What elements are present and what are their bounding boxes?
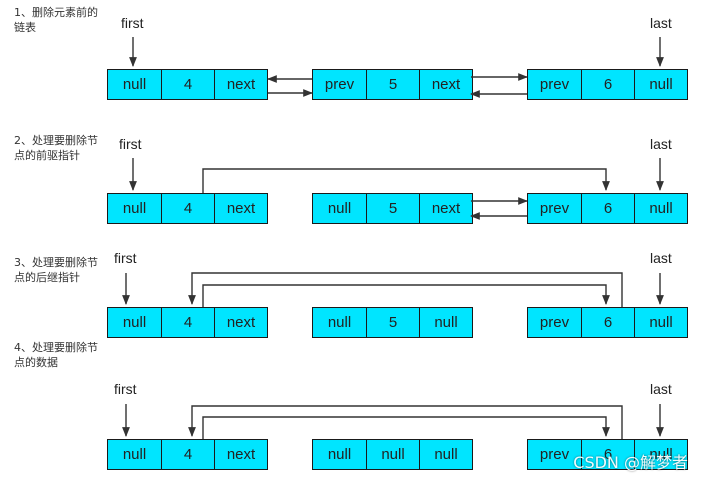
step-3-node-4: null 4 next (107, 307, 268, 338)
next-cell: next (419, 70, 472, 99)
step-2-label: 2、处理要删除节 点的前驱指针 (14, 134, 98, 162)
prev-cell: null (327, 200, 352, 217)
step-2-node4-to-node6-arrow (202, 168, 610, 193)
value-cell: 5 (366, 308, 419, 337)
prev-cell: null (122, 446, 147, 463)
csdn-watermark: CSDN @解梦者 (573, 453, 688, 472)
step-3-label: 3、处理要删除节 点的后继指针 (14, 256, 98, 284)
prev-cell: prev (539, 446, 570, 463)
next-cell: next (214, 194, 267, 223)
value-cell: 6 (581, 194, 634, 223)
step-4-node-6: prev 6 null (527, 439, 688, 470)
value-cell: 5 (366, 70, 419, 99)
value-cell: null (366, 440, 419, 469)
next-cell: next (214, 440, 267, 469)
prev-cell: null (327, 446, 352, 463)
value-cell: 6 (581, 70, 634, 99)
step-4-last-label: last (650, 381, 672, 397)
prev-cell: null (327, 314, 352, 331)
step-4-label: 4、处理要删除节 点的数据 (14, 341, 98, 369)
value-cell: 4 (161, 194, 214, 223)
prev-cell: null (122, 76, 147, 93)
step-2-node-5: null 5 next (312, 193, 473, 224)
step-2-first-label: first (119, 136, 142, 152)
step-4-node6-to-node4-arrow (188, 405, 623, 439)
value-cell: 4 (161, 440, 214, 469)
step-1-label: 1、删除元素前的 链表 (14, 6, 98, 34)
step-4-node-4: null 4 next (107, 439, 268, 470)
step-2-node-4: null 4 next (107, 193, 268, 224)
prev-cell: prev (324, 76, 355, 93)
step-4-node4-to-node6-arrow (202, 416, 610, 439)
next-cell: null (419, 308, 472, 337)
value-cell: 4 (161, 70, 214, 99)
next-cell: null (634, 440, 687, 469)
next-cell: null (419, 440, 472, 469)
value-cell: 6 (581, 440, 634, 469)
value-cell: 5 (366, 194, 419, 223)
step-2-node-6: prev 6 null (527, 193, 688, 224)
next-cell: null (634, 70, 687, 99)
prev-cell: prev (539, 76, 570, 93)
step-4-node-5: null null null (312, 439, 473, 470)
step-1-node-4: null 4 next (107, 69, 268, 100)
step-3-node-6: prev 6 null (527, 307, 688, 338)
prev-cell: prev (539, 200, 570, 217)
next-cell: next (214, 70, 267, 99)
step-2-last-label: last (650, 136, 672, 152)
step-3-node-5: null 5 null (312, 307, 473, 338)
next-cell: next (419, 194, 472, 223)
step-3-node6-to-node4-arrow (188, 272, 623, 307)
step-3-last-label: last (650, 250, 672, 266)
step-3-first-label: first (114, 250, 137, 266)
next-cell: null (634, 194, 687, 223)
value-cell: 6 (581, 308, 634, 337)
step-1-first-label: first (121, 15, 144, 31)
next-cell: next (214, 308, 267, 337)
prev-cell: null (122, 314, 147, 331)
value-cell: 4 (161, 308, 214, 337)
next-cell: null (634, 308, 687, 337)
step-1-last-label: last (650, 15, 672, 31)
prev-cell: null (122, 200, 147, 217)
prev-cell: prev (539, 314, 570, 331)
step-4-first-label: first (114, 381, 137, 397)
step-3-node4-to-node6-arrow (202, 284, 610, 307)
step-1-node-5: prev 5 next (312, 69, 473, 100)
step-1-node-6: prev 6 null (527, 69, 688, 100)
